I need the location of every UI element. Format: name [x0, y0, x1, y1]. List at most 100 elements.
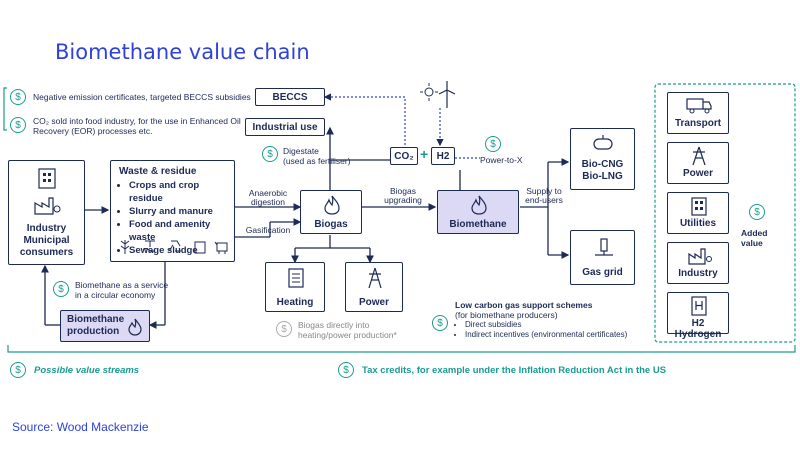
truck-icon [686, 98, 712, 114]
wind-sun-icon [420, 81, 456, 108]
waste-list: Crops and crop residue Slurry and manure… [117, 179, 234, 257]
low-carbon-item: Direct subsidies [465, 320, 627, 330]
power-label: Power [358, 297, 389, 308]
biogas-upgrading-line2: upgrading [384, 195, 422, 205]
power-box: Power [345, 262, 403, 312]
waste-item: Crops and crop residue [129, 179, 234, 205]
low-carbon-title-line2: (for biomethane producers) [455, 310, 558, 320]
waste-icons [120, 240, 228, 254]
consumers-label-line1: Industry [26, 223, 67, 234]
power-to-x-label: Power-to-X [480, 155, 523, 165]
beccs-box: BECCS [255, 88, 325, 106]
dollar-icon: $ [53, 281, 69, 297]
slurry-icon [142, 240, 156, 252]
h2-document-icon [691, 296, 707, 316]
end-use-label: Utilities [679, 218, 717, 229]
pylon-icon [368, 267, 382, 289]
factory-icon [34, 197, 61, 215]
industrial-use-box: Industrial use [245, 118, 325, 136]
biogas-upgrading-line1: Biogas [390, 186, 416, 196]
h2-label: H2 [436, 151, 450, 162]
gas-grid-box: Gas grid [570, 230, 635, 285]
h2-box: H2 [431, 147, 455, 165]
anaerobic-label-line2: digestion [250, 197, 286, 207]
biomethane-production-line1: Biomethane [67, 314, 125, 325]
biomethane-label: Biomethane [449, 219, 507, 230]
bio-cng-label: Bio-CNG [581, 159, 624, 170]
plus-sign: + [420, 146, 429, 162]
possible-value-streams: Possible value streams [34, 365, 140, 376]
baas-note-line2: in a circular economy [75, 290, 156, 300]
anaerobic-label-line1: Anaerobic [248, 188, 288, 198]
end-use-transport: Transport [667, 92, 729, 134]
added-value-line2: value [741, 238, 763, 248]
dollar-icon: $ [10, 117, 26, 133]
biomethane-production-box: Biomethane production [60, 310, 150, 342]
consumers-label-line3: consumers [19, 247, 74, 258]
biogas-direct-note-line2: heating/power production* [298, 330, 397, 340]
supply-label-line2: end-users [525, 195, 563, 205]
biogas-label: Biogas [314, 219, 348, 230]
heating-label: Heating [276, 297, 314, 308]
negative-emission-note: Negative emission certificates, targeted… [33, 92, 251, 102]
co2-sold-note-line2: Recovery (EOR) processes etc. [33, 126, 153, 136]
flame-icon [471, 195, 487, 215]
dollar-icon: $ [262, 146, 278, 162]
biomethane-box: Biomethane [437, 190, 519, 234]
supply-label-line1: Supply to [526, 186, 562, 196]
low-carbon-title-line1: Low carbon gas support schemes [455, 300, 593, 310]
co2-sold-note-line1: CO₂ sold into food industry, for the use… [33, 116, 241, 126]
bio-lng-label: Bio-LNG [582, 171, 623, 182]
waste-residue-box: Waste & residue Crops and crop residue S… [110, 160, 235, 262]
waste-item: Sewage sludge [129, 244, 234, 257]
flame-icon [324, 195, 340, 215]
consumers-label-line2: Municipal [23, 235, 70, 246]
bio-cng-lng-box: Bio-CNG Bio-LNG [570, 128, 635, 190]
building-icon [38, 168, 56, 189]
low-carbon-item: Indirect incentives (environmental certi… [465, 330, 627, 340]
baas-note-line1: Biomethane as a service [75, 280, 169, 290]
biogas-box: Biogas [300, 190, 362, 234]
pipeline-icon [595, 238, 613, 256]
industry-municipal-consumers-box: Industry Municipal consumers [8, 160, 85, 265]
dollar-icon: $ [749, 204, 765, 220]
co2-box: CO₂ [390, 147, 418, 165]
building-icon [288, 268, 304, 288]
digestate-label-line2: (used as fertiliser) [283, 156, 351, 166]
flame-icon [128, 318, 142, 336]
cow-icon [214, 241, 228, 254]
gas-grid-label: Gas grid [582, 267, 623, 278]
end-use-label: Transport [674, 118, 722, 129]
biogas-direct-note-line1: Biogas directly into [298, 320, 370, 330]
waste-item: Slurry and manure [129, 205, 234, 218]
dollar-icon: $ [485, 136, 501, 152]
crop-icon [120, 240, 130, 254]
end-use-industry: Industry [667, 242, 729, 284]
dollar-icon: $ [338, 362, 354, 378]
waste-title: Waste & residue [119, 166, 197, 177]
biomethane-production-line2: production [67, 326, 120, 337]
dollar-icon: $ [10, 89, 26, 105]
factory-icon [688, 248, 712, 265]
food-icon [194, 241, 206, 254]
page-title: Biomethane value chain [55, 40, 310, 64]
digestate-label-line1: Digestate [283, 146, 319, 156]
dollar-icon: $ [276, 321, 292, 337]
waste-item: Food and amenity waste [129, 218, 234, 244]
building-icon [691, 197, 707, 216]
source-note: Source: Wood Mackenzie [12, 420, 149, 434]
gas-tank-icon [593, 135, 613, 150]
recycle-icon [168, 240, 181, 252]
tax-credits-note: Tax credits, for example under the Infla… [362, 365, 667, 376]
industrial-use-label: Industrial use [252, 122, 318, 133]
end-use-label: Power [682, 168, 713, 179]
added-value-line1: Added [741, 228, 768, 238]
heating-box: Heating [265, 262, 325, 312]
co2-label: CO₂ [394, 151, 414, 162]
end-use-utilities: Utilities [667, 192, 729, 234]
end-use-label: H2 Hydrogen [674, 318, 722, 340]
dollar-icon: $ [10, 362, 26, 378]
low-carbon-list: Direct subsidies Indirect incentives (en… [455, 320, 627, 340]
dollar-icon: $ [432, 315, 448, 331]
